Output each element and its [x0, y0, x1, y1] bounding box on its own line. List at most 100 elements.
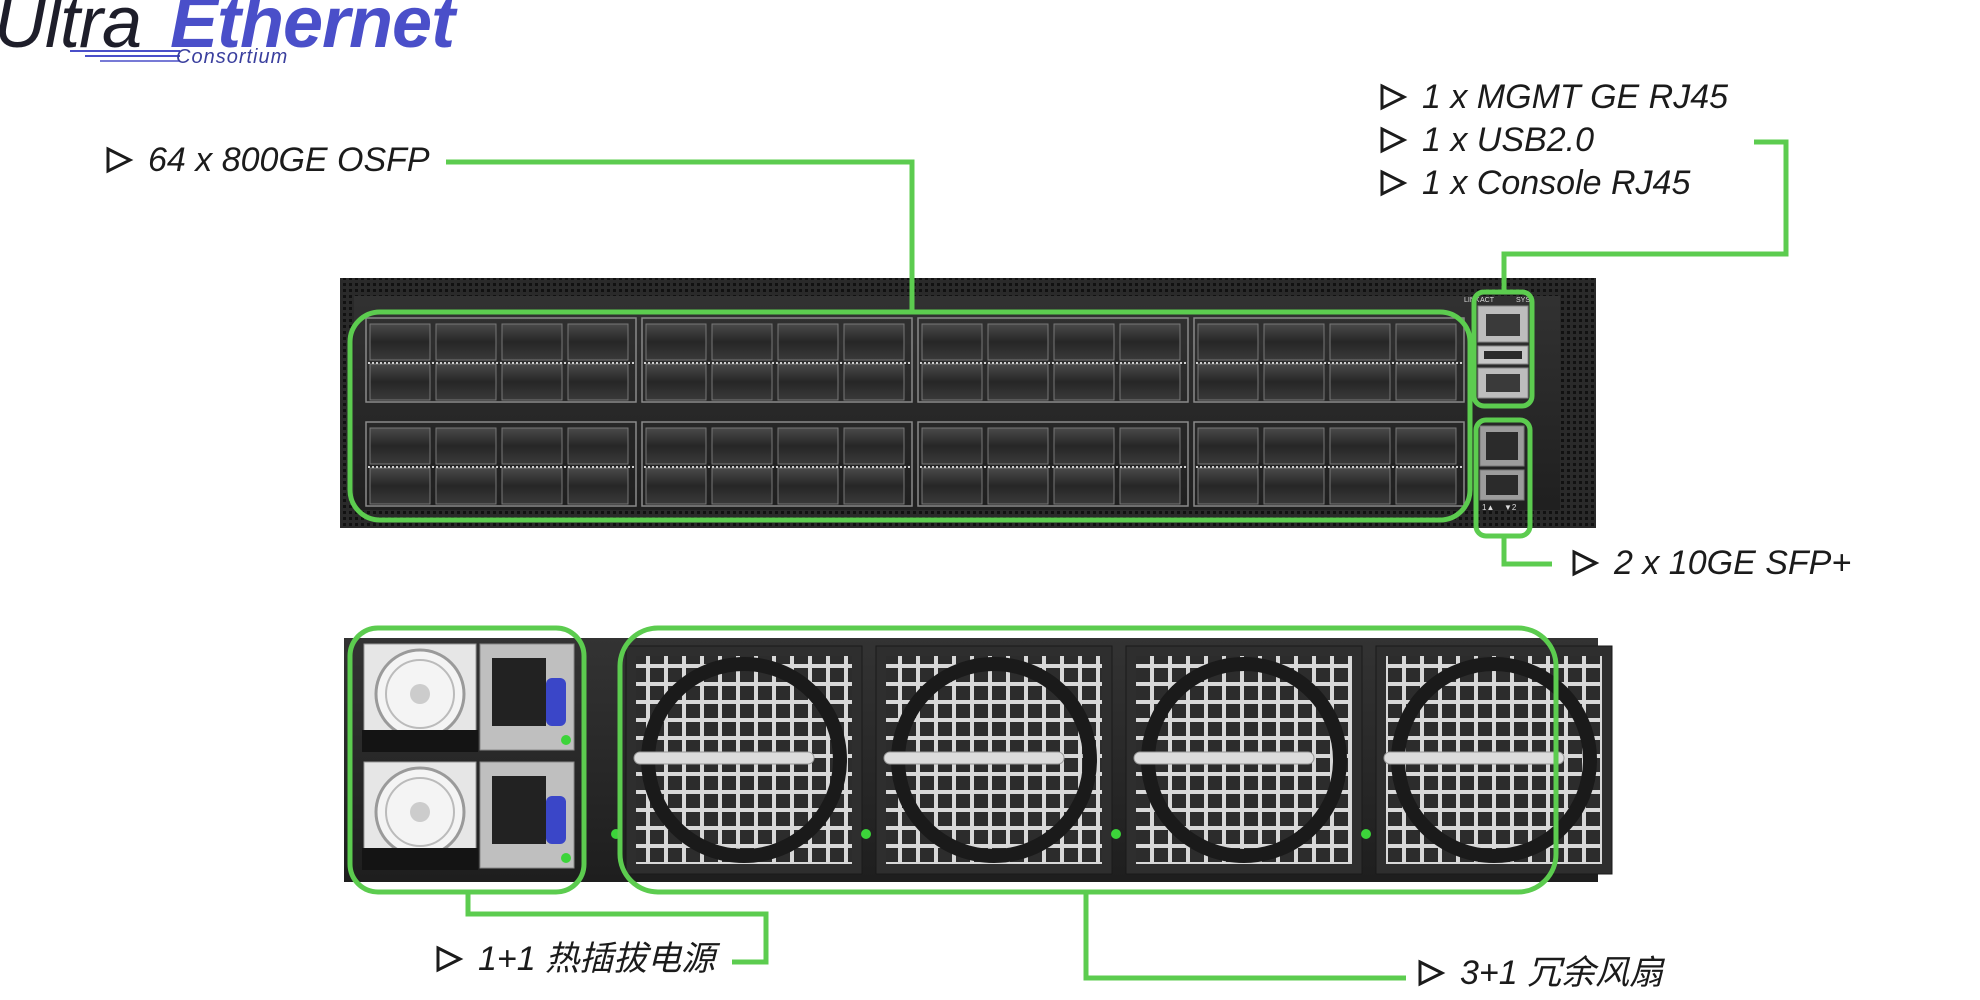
osfp-port: [711, 427, 773, 465]
osfp-port: [369, 363, 431, 401]
status-label-act: ACT: [1480, 297, 1495, 304]
osfp-port: [1329, 323, 1391, 361]
osfp-port: [1053, 427, 1115, 465]
osfp-port: [435, 427, 497, 465]
osfp-port: [369, 427, 431, 465]
callout-fan: 3+1 冗余风扇: [1416, 956, 1663, 990]
psu-module: [362, 761, 575, 870]
osfp-port: [1053, 467, 1115, 505]
osfp-port: [711, 363, 773, 401]
logo-subtitle: Consortium: [176, 46, 289, 68]
osfp-port: [1395, 427, 1457, 465]
osfp-port: [1263, 467, 1325, 505]
fan-led: [1361, 829, 1371, 839]
callout-console: 1 x Console RJ45: [1378, 166, 1690, 200]
callout-mgmt: 1 x MGMT GE RJ45: [1378, 80, 1728, 114]
psu-module: [362, 643, 575, 752]
osfp-port: [843, 323, 905, 361]
osfp-port: [645, 467, 707, 505]
osfp-leader-line: [446, 159, 915, 312]
callout-sfp: 2 x 10GE SFP+: [1570, 546, 1851, 580]
callout-osfp-label: 64 x 800GE OSFP: [148, 141, 430, 179]
triangle-arrow-icon: [104, 145, 138, 175]
osfp-port: [1395, 323, 1457, 361]
sfp-port-block: 1▲ ▼2: [1479, 425, 1525, 512]
osfp-port: [777, 427, 839, 465]
callout-fan-label: 3+1 冗余风扇: [1460, 954, 1664, 992]
osfp-port: [1197, 427, 1259, 465]
logo-word-ultra: Ultra: [0, 0, 142, 63]
osfp-port: [567, 467, 629, 505]
osfp-port: [369, 467, 431, 505]
mgmt-port-block: LINK ACT SYS: [1464, 297, 1530, 399]
osfp-port: [1395, 363, 1457, 401]
osfp-port: [501, 467, 563, 505]
osfp-port: [1197, 323, 1259, 361]
osfp-port: [501, 323, 563, 361]
osfp-port: [1197, 363, 1259, 401]
sfp-leader-line: [1501, 536, 1552, 567]
osfp-port: [987, 467, 1049, 505]
osfp-port: [777, 363, 839, 401]
osfp-port: [777, 323, 839, 361]
status-label-sys: SYS: [1516, 297, 1530, 304]
mgmt-leader-line: [1501, 139, 1789, 292]
fan-module: [1361, 645, 1613, 875]
osfp-port: [567, 363, 629, 401]
osfp-port: [567, 427, 629, 465]
fan-led: [1111, 829, 1121, 839]
osfp-port: [435, 467, 497, 505]
callout-osfp: 64 x 800GE OSFP: [104, 143, 430, 177]
osfp-port: [645, 427, 707, 465]
osfp-port: [1119, 427, 1181, 465]
osfp-port: [1263, 427, 1325, 465]
osfp-port: [987, 363, 1049, 401]
osfp-port: [645, 363, 707, 401]
callout-mgmt-label: 1 x MGMT GE RJ45: [1422, 78, 1729, 116]
osfp-port: [987, 323, 1049, 361]
highlight-lines: [347, 139, 1789, 981]
osfp-port: [921, 323, 983, 361]
osfp-port: [1263, 323, 1325, 361]
psu-leader-line: [465, 892, 769, 965]
osfp-port: [1395, 467, 1457, 505]
psu-led: [561, 853, 571, 863]
sfp-label-1: 1▲: [1482, 503, 1494, 512]
triangle-arrow-icon: [1570, 548, 1604, 578]
callout-psu: 1+1 热插拔电源: [434, 942, 715, 976]
osfp-port: [921, 427, 983, 465]
osfp-port: [921, 467, 983, 505]
osfp-port: [711, 467, 773, 505]
osfp-port: [1119, 467, 1181, 505]
osfp-port: [843, 427, 905, 465]
osfp-port: [843, 467, 905, 505]
psu-array: [362, 643, 575, 870]
triangle-arrow-icon: [1378, 82, 1412, 112]
rear-panel: [344, 638, 1613, 882]
triangle-arrow-icon: [1378, 125, 1412, 155]
osfp-port: [1197, 467, 1259, 505]
logo-word-ethernet: Ethernet: [170, 0, 455, 63]
osfp-port: [1119, 323, 1181, 361]
callout-usb-label: 1 x USB2.0: [1422, 121, 1594, 159]
psu-led: [561, 735, 571, 745]
osfp-port: [369, 323, 431, 361]
fan-leader-line: [1083, 892, 1406, 981]
osfp-port: [645, 323, 707, 361]
osfp-port: [501, 427, 563, 465]
osfp-port-array: [365, 317, 1465, 507]
osfp-port: [1329, 467, 1391, 505]
sfp-label-2: ▼2: [1504, 503, 1517, 512]
fan-module: [1111, 645, 1363, 875]
front-panel: LINK ACT SYS 1▲ ▼2: [340, 278, 1596, 528]
callout-console-label: 1 x Console RJ45: [1422, 164, 1691, 202]
osfp-port: [1329, 427, 1391, 465]
fan-module: [611, 645, 863, 875]
callout-psu-label: 1+1 热插拔电源: [478, 940, 716, 978]
osfp-port: [435, 323, 497, 361]
osfp-port: [501, 363, 563, 401]
ultra-ethernet-logo: Ultra Ethernet Consortium: [0, 0, 520, 77]
osfp-port: [921, 363, 983, 401]
osfp-port: [987, 427, 1049, 465]
